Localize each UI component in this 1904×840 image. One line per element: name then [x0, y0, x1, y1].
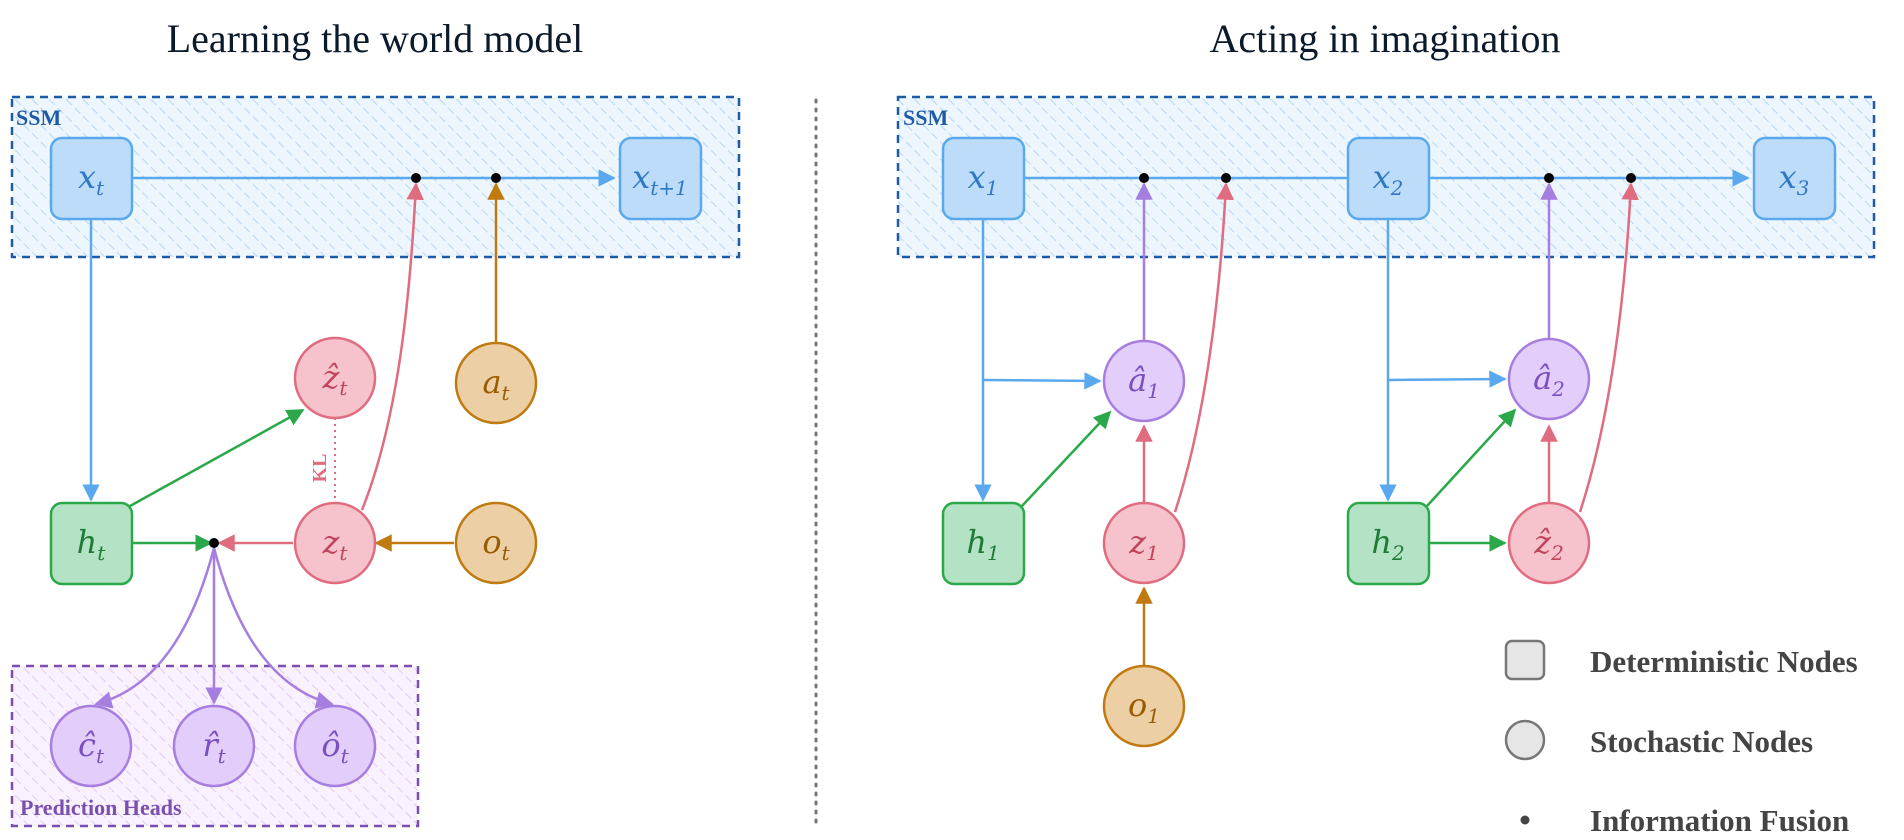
ssm-label-right: SSM [903, 105, 948, 130]
title-right: Acting in imagination [1209, 16, 1560, 61]
svg-text:ẑ2: ẑ2 [1533, 523, 1564, 565]
svg-text:z1: z1 [1128, 523, 1159, 565]
prediction-heads-label: Prediction Heads [20, 795, 182, 820]
svg-text:x2: x2 [1373, 158, 1404, 200]
edge-fusion-to-ohat [212, 547, 334, 709]
fusion-dot [411, 173, 421, 183]
node-z-1: z1 [1102, 501, 1186, 585]
edge-zt-to-ssm-fusion [360, 182, 424, 511]
node-ahat-2: â2 [1507, 337, 1591, 421]
svg-text:zt: zt [322, 523, 349, 565]
edge-z1-to-ssm-fusion [1173, 182, 1234, 513]
fusion-dot [209, 538, 219, 548]
node-o-t: ot [454, 501, 538, 585]
edge-ht-to-zhat [129, 408, 305, 508]
edge-h1-to-ahat1 [1021, 410, 1112, 507]
edge-h2-to-ahat2 [1426, 408, 1517, 507]
node-chat-t: ĉt [49, 704, 133, 788]
svg-text:ẑt: ẑt [322, 358, 349, 400]
fusion-dot [1139, 173, 1149, 183]
node-zhat-2: ẑ2 [1507, 501, 1591, 585]
right-edges [974, 169, 1750, 665]
node-zhat-t: ẑt [293, 336, 377, 420]
legend-fusion: Information Fusion [1590, 803, 1849, 838]
node-rhat-t: r̂t [172, 704, 256, 788]
svg-text:â1: â1 [1128, 361, 1160, 403]
kl-label: KL [309, 454, 331, 483]
svg-text:xt: xt [78, 158, 105, 200]
edge-zhat2-to-ssm-fusion [1578, 182, 1639, 513]
node-z-t: zt [293, 501, 377, 585]
node-x-t-plus-1: xt+1 [618, 136, 703, 221]
node-h-2: h2 [1346, 501, 1431, 586]
svg-text:ht: ht [77, 523, 107, 565]
svg-text:x3: x3 [1779, 158, 1810, 200]
edge-x2-to-ahat2 [1387, 370, 1507, 388]
svg-text:o1: o1 [1128, 686, 1160, 728]
svg-text:r̂t: r̂t [202, 726, 226, 768]
ssm-label-left: SSM [16, 105, 61, 130]
svg-text:xt+1: xt+1 [632, 158, 688, 200]
svg-text:ĉt: ĉt [78, 726, 105, 768]
fusion-dot [1626, 173, 1636, 183]
node-ahat-1: â1 [1102, 339, 1186, 423]
legend-stochastic: Stochastic Nodes [1590, 724, 1813, 759]
svg-text:â2: â2 [1533, 359, 1565, 401]
node-o-1: o1 [1102, 664, 1186, 748]
fusion-dot [1544, 173, 1554, 183]
legend-square-icon [1504, 639, 1546, 681]
title-left: Learning the world model [167, 16, 584, 61]
node-ohat-t: ôt [293, 704, 377, 788]
node-x-t: xt [49, 136, 134, 221]
left-edges [82, 169, 616, 709]
legend: Deterministic Nodes Stochastic Nodes Inf… [1504, 639, 1858, 838]
node-h-1: h1 [941, 501, 1026, 586]
node-a-t: at [454, 341, 538, 425]
edge-x1-to-ahat1 [982, 372, 1102, 390]
legend-deterministic: Deterministic Nodes [1590, 644, 1858, 679]
legend-circle-icon [1504, 719, 1546, 761]
node-x-2: x2 [1346, 136, 1431, 221]
fusion-dot [491, 173, 501, 183]
legend-dot-icon [1520, 815, 1530, 825]
svg-text:ôt: ôt [321, 726, 349, 768]
svg-text:x1: x1 [968, 158, 999, 200]
node-h-t: ht [49, 501, 134, 586]
svg-text:ot: ot [482, 523, 510, 565]
node-x-3: x3 [1752, 136, 1837, 221]
edge-fusion-to-chat [94, 547, 216, 709]
svg-text:h2: h2 [1371, 523, 1404, 565]
svg-text:at: at [482, 363, 510, 405]
node-x-1: x1 [941, 136, 1026, 221]
fusion-dot [1221, 173, 1231, 183]
svg-text:h1: h1 [966, 523, 999, 565]
